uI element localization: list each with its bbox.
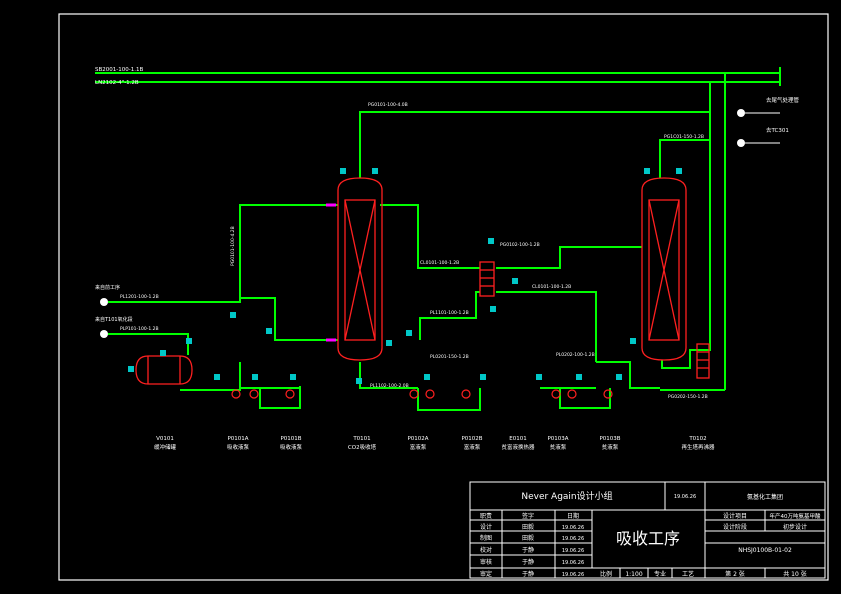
company-name: 氨基化工集团 xyxy=(747,493,783,501)
role-sign: 田毅 xyxy=(522,523,534,531)
project-value: 年产40万吨氨基甲酸 xyxy=(770,512,821,520)
major-label: 专业 xyxy=(654,570,666,578)
svg-text:P0102A: P0102A xyxy=(407,436,428,442)
regenerator-column xyxy=(641,177,687,361)
role-label: 制图 xyxy=(480,534,492,542)
svg-text:PLP101-100-1.2B: PLP101-100-1.2B xyxy=(120,326,159,332)
top-line-label: LN2102-4"-1.2B xyxy=(95,80,139,86)
buffer-tank xyxy=(135,355,193,385)
title-block xyxy=(469,481,826,579)
svg-text:P0103A: P0103A xyxy=(547,436,568,442)
svg-text:P0103B: P0103B xyxy=(599,436,620,442)
svg-text:PL0201-150-1.2B: PL0201-150-1.2B xyxy=(430,354,469,360)
svg-text:PL1101-100-1.2B: PL1101-100-1.2B xyxy=(430,310,469,316)
svg-text:T0101: T0101 xyxy=(352,436,370,442)
svg-text:吸收液泵: 吸收液泵 xyxy=(227,443,250,451)
drawing-frame xyxy=(58,13,829,581)
svg-text:PL1201-100-1.2B: PL1201-100-1.2B xyxy=(120,294,159,300)
svg-text:V0101: V0101 xyxy=(156,436,174,442)
right-note: 去尾气处理管 xyxy=(766,96,800,104)
svg-text:CL0101-100-1.2B: CL0101-100-1.2B xyxy=(532,284,571,290)
svg-text:T0102: T0102 xyxy=(688,436,706,442)
right-note-leaders xyxy=(745,112,780,144)
top-line-label: SB2001-100-1.1B xyxy=(95,67,143,73)
svg-text:P0102B: P0102B xyxy=(461,436,482,442)
left-note: 来自前工序 xyxy=(95,284,120,291)
absorber-column xyxy=(337,177,383,361)
role-label: 审核 xyxy=(480,558,492,566)
role-sign: 田毅 xyxy=(522,534,534,542)
svg-text:PG0101-100-4.0B: PG0101-100-4.0B xyxy=(368,102,408,108)
svg-text:E0101: E0101 xyxy=(509,436,526,442)
role-date: 19.06.26 xyxy=(562,548,584,554)
scale-label: 比例 xyxy=(600,570,612,578)
pipe-line-numbers: PG0101-100-4.0B PG1C01-150-1.2B PG0101-1… xyxy=(120,102,708,400)
team-name: Never Again设计小组 xyxy=(521,490,612,502)
reboiler xyxy=(696,343,710,379)
role-sign: 于静 xyxy=(522,558,534,566)
svg-text:贫液泵: 贫液泵 xyxy=(602,443,619,451)
svg-text:富液泵: 富液泵 xyxy=(464,443,481,451)
role-label: 校对 xyxy=(480,546,492,554)
inlet-symbol xyxy=(100,330,108,338)
header-duty: 职责 xyxy=(480,512,492,520)
top-utility-lines xyxy=(95,67,781,391)
svg-text:P0101A: P0101A xyxy=(227,436,248,442)
svg-text:PL1102-100-2.0B: PL1102-100-2.0B xyxy=(370,383,409,389)
sheet-total: 共 10 张 xyxy=(783,570,806,578)
header-sign: 签字 xyxy=(522,512,534,520)
sheet-number: 第 2 张 xyxy=(725,570,745,578)
svg-text:贫富液换热器: 贫富液换热器 xyxy=(501,443,535,451)
scale-value: 1:100 xyxy=(625,571,642,578)
svg-text:吸收液泵: 吸收液泵 xyxy=(280,443,303,451)
role-date: 19.06.26 xyxy=(562,525,584,531)
header-date: 日期 xyxy=(567,512,579,520)
role-date: 19.06.26 xyxy=(562,536,584,542)
svg-text:PG0101-100-4.2B: PG0101-100-4.2B xyxy=(230,226,236,266)
pumps xyxy=(231,389,613,399)
svg-text:PL0202-100-1.2B: PL0202-100-1.2B xyxy=(556,352,595,358)
stage-label: 设计阶段 xyxy=(723,523,747,531)
inlet-symbol xyxy=(100,298,108,306)
heat-exchanger xyxy=(479,261,495,297)
svg-text:PG1C01-150-1.2B: PG1C01-150-1.2B xyxy=(664,134,704,140)
left-note: 来自T101氧化段 xyxy=(95,316,133,323)
right-note: 去TC301 xyxy=(766,126,789,134)
role-label: 设计 xyxy=(480,523,492,531)
svg-text:再生塔再沸器: 再生塔再沸器 xyxy=(681,443,715,451)
svg-text:PG0102-100-1.2B: PG0102-100-1.2B xyxy=(500,242,540,248)
svg-text:缓冲储罐: 缓冲储罐 xyxy=(154,443,177,451)
major-value: 工艺 xyxy=(682,570,694,578)
svg-text:CL0101-100-1.2B: CL0101-100-1.2B xyxy=(420,260,459,266)
instrument-tags xyxy=(128,168,682,384)
drawing-title: 吸收工序 xyxy=(616,529,680,548)
role-sign: 于静 xyxy=(522,546,534,554)
process-piping xyxy=(108,111,711,411)
equipment-labels: V0101 缓冲储罐 P0101A 吸收液泵 P0101B 吸收液泵 T0101… xyxy=(154,436,715,451)
svg-text:CO2吸收塔: CO2吸收塔 xyxy=(348,443,377,451)
svg-text:贫液泵: 贫液泵 xyxy=(550,443,567,451)
svg-text:PG0202-150-1.2B: PG0202-150-1.2B xyxy=(668,394,708,400)
role-date: 19.06.26 xyxy=(562,572,584,578)
svg-text:P0101B: P0101B xyxy=(280,436,301,442)
stage-value: 初步设计 xyxy=(783,523,807,531)
drawing-number: NHSJ0100B-01-02 xyxy=(738,547,792,554)
block-date: 19.06.26 xyxy=(674,494,696,500)
svg-text:富液泵: 富液泵 xyxy=(410,443,427,451)
stream-marks xyxy=(326,203,336,342)
role-sign: 于静 xyxy=(522,570,534,578)
role-date: 19.06.26 xyxy=(562,560,584,566)
outlet-symbol xyxy=(737,139,745,147)
project-label: 设计项目 xyxy=(723,512,747,520)
outlet-symbol xyxy=(737,109,745,117)
role-label: 审定 xyxy=(480,570,492,578)
